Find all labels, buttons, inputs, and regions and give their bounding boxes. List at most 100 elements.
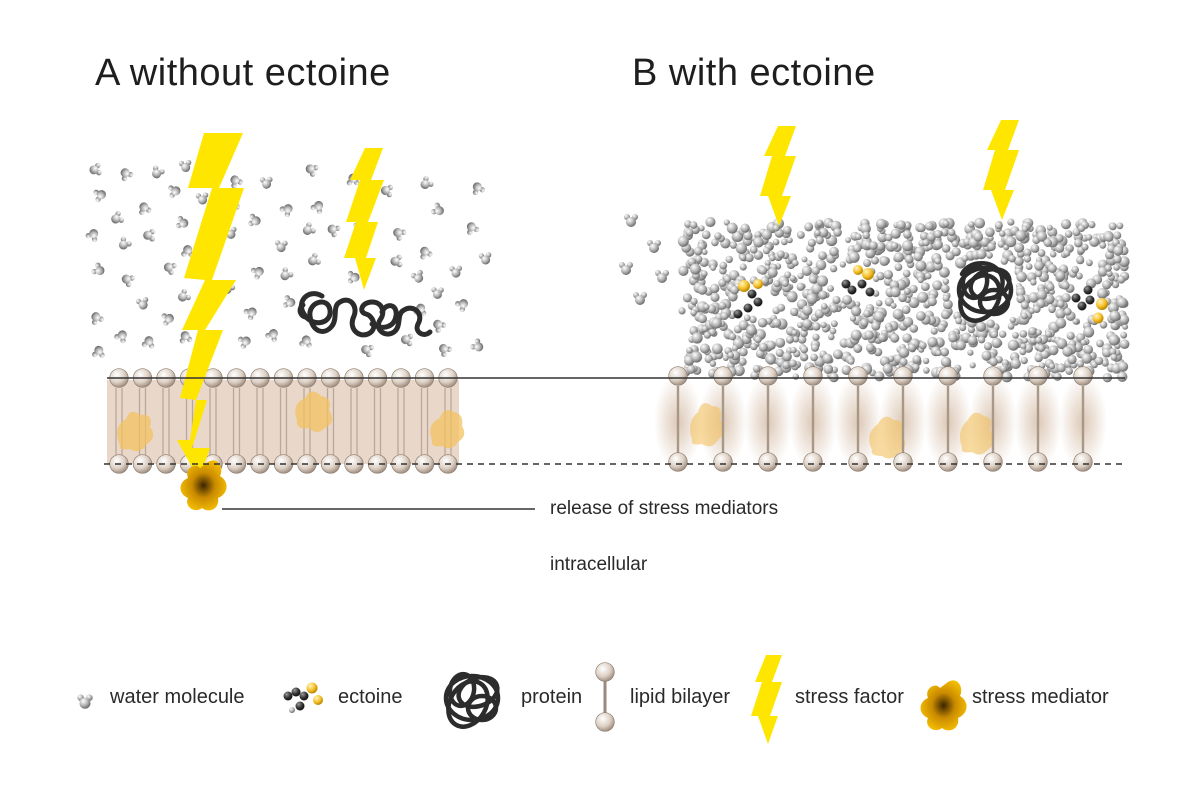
water-molecule <box>242 304 260 322</box>
water-molecule <box>108 210 125 227</box>
protein-unfolded-a <box>297 291 433 338</box>
legend-water-icon <box>77 694 93 709</box>
stress-factor-bolt-a2 <box>344 148 384 290</box>
lipid-head <box>938 366 958 386</box>
water-molecule <box>175 287 193 305</box>
water-molecule <box>478 251 493 266</box>
water-stray-b <box>619 214 669 305</box>
water-molecule <box>84 226 102 243</box>
lipid-head <box>758 452 778 472</box>
water-molecule <box>91 345 106 359</box>
lipid-head <box>938 452 958 472</box>
water-molecule <box>453 295 471 314</box>
stress-factor-bolt-b2 <box>983 120 1019 220</box>
water-molecule <box>347 270 360 284</box>
water-molecule <box>325 221 342 239</box>
stress-mediator-released <box>180 460 227 511</box>
legend-stress-mediator-label: stress mediator <box>972 686 1109 708</box>
water-molecule <box>135 296 151 311</box>
water-molecule <box>409 269 427 285</box>
lipid-head <box>713 452 733 472</box>
legend-water-label: water molecule <box>110 686 245 708</box>
water-molecule <box>119 271 136 289</box>
water-molecule <box>92 187 108 203</box>
water-molecule <box>303 161 320 178</box>
lipid-molecules-b <box>668 366 1093 472</box>
lipid-head <box>803 366 823 386</box>
hydration-shell-b <box>677 216 1130 384</box>
water-molecule <box>143 228 155 242</box>
legend-ectoine-label: ectoine <box>338 686 403 708</box>
water-molecule <box>469 337 487 355</box>
panel-a-title: A without ectoine <box>95 52 391 94</box>
panel-b <box>619 120 1130 472</box>
mediator-inside-b <box>690 403 995 459</box>
water-molecule <box>390 254 403 268</box>
water-molecule <box>237 333 253 350</box>
legend-stress-factor-label: stress factor <box>795 686 904 708</box>
water-molecule <box>88 309 105 326</box>
water-molecule <box>88 162 102 177</box>
lipid-head <box>1028 452 1048 472</box>
water-molecule <box>136 200 153 216</box>
water-molecule <box>90 261 107 279</box>
mediator-inside-a <box>117 391 465 452</box>
water-molecule <box>141 335 156 349</box>
water-molecule <box>264 326 282 343</box>
water-molecule <box>277 266 295 284</box>
water-molecule <box>298 334 314 349</box>
water-molecule <box>282 294 297 310</box>
panel-a <box>84 133 493 511</box>
water-molecule <box>278 200 296 219</box>
water-molecule <box>175 215 190 231</box>
water-molecule <box>117 165 135 183</box>
lipid-head <box>983 452 1003 472</box>
legend-protein-label: protein <box>521 686 583 708</box>
panel-b-title: B with ectoine <box>632 52 876 94</box>
water-molecule <box>430 286 444 300</box>
legend <box>77 655 967 744</box>
water-molecule <box>400 332 414 347</box>
lipid-head <box>668 452 688 472</box>
membrane-a-core <box>107 380 459 464</box>
lipid-head <box>848 366 868 386</box>
ectoine-molecules-b <box>733 265 1108 324</box>
water-molecule <box>167 183 182 199</box>
water-molecule <box>178 330 193 344</box>
legend-stress-mediator-icon <box>920 680 967 731</box>
water-molecule <box>430 201 447 219</box>
water-molecule <box>463 220 480 236</box>
lipid-head <box>758 366 778 386</box>
release-annotation: release of stress mediators <box>550 498 779 519</box>
water-molecule <box>195 192 210 206</box>
water-molecule <box>259 176 274 190</box>
stress-factor-bolt-b1 <box>760 126 796 226</box>
water-molecule <box>449 265 463 279</box>
legend-lipid-label: lipid bilayer <box>630 686 731 708</box>
water-molecule <box>435 340 454 359</box>
membrane-a <box>107 368 465 474</box>
legend-ectoine-icon <box>283 682 323 713</box>
lipid-head <box>848 452 868 472</box>
water-molecule <box>469 180 486 196</box>
water-molecule <box>390 224 408 242</box>
protein-folded-b <box>956 260 1014 323</box>
water-molecule <box>417 175 435 193</box>
lipid-head <box>668 366 688 386</box>
water-molecule <box>161 259 178 276</box>
water-molecule <box>430 316 448 334</box>
water-molecule <box>178 159 193 173</box>
water-molecule <box>417 244 434 261</box>
lipid-head <box>1028 366 1048 386</box>
lipid-head <box>893 452 913 472</box>
water-molecule <box>300 221 317 239</box>
membrane-b <box>654 366 1107 472</box>
lipid-head <box>803 452 823 472</box>
lipid-head <box>1073 452 1093 472</box>
water-molecule <box>359 342 375 358</box>
water-molecule <box>160 311 176 327</box>
water-molecule <box>309 198 327 215</box>
water-molecule <box>148 164 166 181</box>
membrane-boundary-lines <box>104 377 1125 510</box>
